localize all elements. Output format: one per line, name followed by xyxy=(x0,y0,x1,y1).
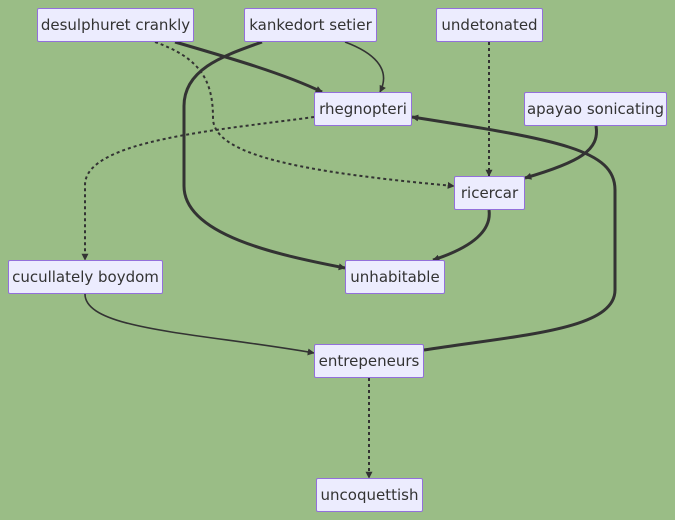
node-kankedort-setier[interactable]: kankedort setier xyxy=(244,8,377,42)
node-cucullately-boydom[interactable]: cucullately boydom xyxy=(8,260,163,294)
edge-ricercar-to-unhabitable xyxy=(432,209,491,262)
edge-cucullately-to-entrepeneurs xyxy=(84,293,315,356)
node-apayao-sonicating[interactable]: apayao sonicating xyxy=(524,92,667,126)
node-uncoquettish[interactable]: uncoquettish xyxy=(316,478,423,512)
edge-kankedort-to-rhegnopteri xyxy=(344,41,386,93)
node-undetonated[interactable]: undetonated xyxy=(436,8,543,42)
node-rhegnopteri[interactable]: rhegnopteri xyxy=(314,92,412,126)
node-ricercar[interactable]: ricercar xyxy=(454,176,525,210)
node-unhabitable[interactable]: unhabitable xyxy=(345,260,445,294)
edge-kankedort-to-unhabitable xyxy=(182,40,346,271)
node-desulphuret-crankly[interactable]: desulphuret crankly xyxy=(37,8,194,42)
node-entrepeneurs[interactable]: entrepeneurs xyxy=(314,344,424,378)
edge-entrepeneurs-to-rhegnopteri xyxy=(411,114,617,352)
edge-rhegnopteri-to-cucullately xyxy=(81,116,315,261)
edge-desulphuret-to-rhegnopteri xyxy=(174,40,323,94)
edge-apayao-to-ricercar xyxy=(524,125,598,180)
